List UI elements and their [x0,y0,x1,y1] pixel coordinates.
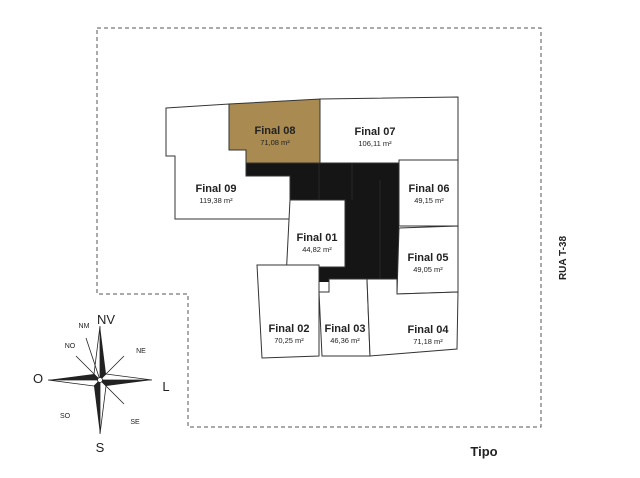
unit-final-04[interactable]: Final 04 71,18 m² [366,278,459,357]
unit-name: Final 08 [255,125,296,137]
floor-label: Tipo [470,444,497,459]
compass-east-label: L [162,379,169,394]
compass-west-label: O [33,371,43,386]
unit-area: 106,11 m² [358,139,392,148]
compass-nm-label: NM [79,323,90,330]
unit-area: 44,82 m² [302,245,332,254]
compass-so-label: SO [60,413,71,420]
unit-final-03[interactable]: Final 03 46,36 m² [318,278,371,357]
unit-final-05[interactable]: Final 05 49,05 m² [396,225,459,295]
unit-name: Final 09 [196,183,237,195]
unit-area: 46,36 m² [330,336,360,345]
compass-ne-label: NE [136,348,146,355]
unit-final-02[interactable]: Final 02 70,25 m² [256,264,320,359]
unit-final-07[interactable]: Final 07 106,11 m² [319,96,459,164]
unit-area: 71,18 m² [413,337,443,346]
unit-final-01[interactable]: Final 01 44,82 m² [285,199,346,280]
unit-name: Final 03 [325,323,366,335]
unit-area: 49,05 m² [413,265,443,274]
unit-name: Final 07 [355,126,396,138]
unit-name: Final 06 [409,183,450,195]
unit-area: 70,25 m² [274,336,304,345]
unit-area: 119,38 m² [199,196,233,205]
compass-no-label: NO [65,343,76,350]
unit-area: 49,15 m² [414,196,444,205]
lot-boundary [96,27,542,428]
unit-final-09[interactable]: Final 09 119,38 m² [165,103,291,220]
unit-area: 71,08 m² [260,138,290,147]
compass-rose-icon [47,325,153,435]
unit-name: Final 05 [408,252,449,264]
building-core [246,163,399,282]
unit-name: Final 04 [408,324,450,336]
unit-final-06[interactable]: Final 06 49,15 m² [398,159,459,227]
compass-north-label: NV [97,312,115,327]
street-label: RUA T-38 [558,236,569,281]
compass-south-label: S [96,440,105,455]
unit-name: Final 02 [269,323,310,335]
unit-name: Final 01 [297,232,338,244]
compass-se-label: SE [130,419,140,426]
